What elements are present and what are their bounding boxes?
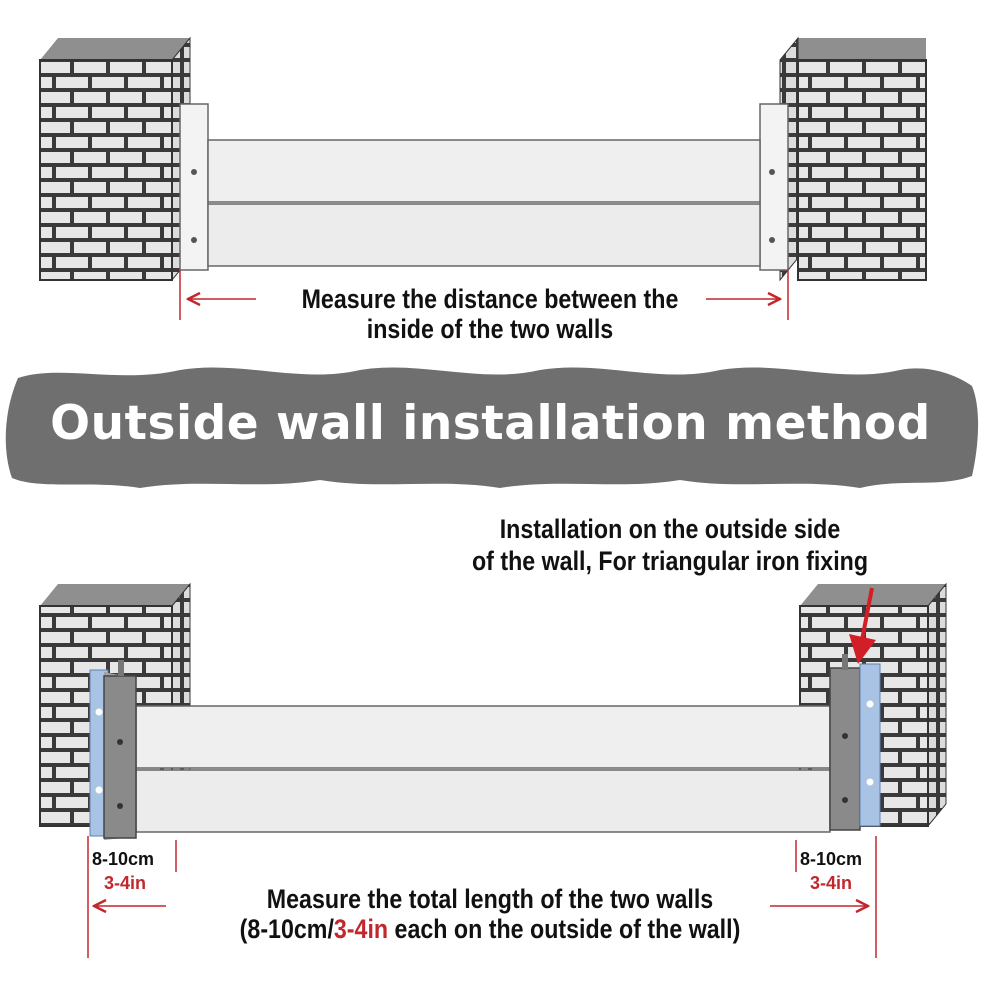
bottom-caption-line1: Measure the total length of the two wall… bbox=[266, 884, 714, 914]
banner-background bbox=[5, 367, 979, 488]
bottom-caption-line2-pre: (8-10cm/ bbox=[239, 914, 334, 944]
top-measure-lines bbox=[179, 270, 789, 320]
left-dimension-in: 3-4in bbox=[104, 873, 147, 893]
bottom-outer-flood-barrier bbox=[89, 654, 881, 840]
bottom-measure-lines bbox=[87, 836, 877, 958]
top-caption-line1: Measure the distance between the bbox=[301, 284, 679, 314]
top-caption-line2: inside of the two walls bbox=[366, 314, 614, 344]
right-dimension-in: 3-4in bbox=[810, 873, 853, 893]
left-dimension-cm: 8-10cm bbox=[92, 849, 155, 869]
right-dimension-cm: 8-10cm bbox=[800, 849, 863, 869]
bottom-caption-line2-post: each on the outside of the wall) bbox=[388, 914, 741, 944]
top-left-brick-pillar bbox=[39, 36, 191, 282]
banner-title: Outside wall installation method bbox=[50, 396, 931, 451]
bottom-caption-line2-red: 3-4in bbox=[333, 914, 389, 944]
callout-line2: of the wall, For triangular iron fixing bbox=[471, 546, 869, 576]
callout-line1: Installation on the outside side bbox=[499, 514, 841, 544]
bottom-caption-line2: (8-10cm/3-4in each on the outside of the… bbox=[172, 914, 808, 945]
top-right-brick-pillar bbox=[779, 36, 927, 282]
callout-arrow bbox=[849, 587, 876, 664]
top-inner-flood-barrier bbox=[179, 103, 789, 271]
